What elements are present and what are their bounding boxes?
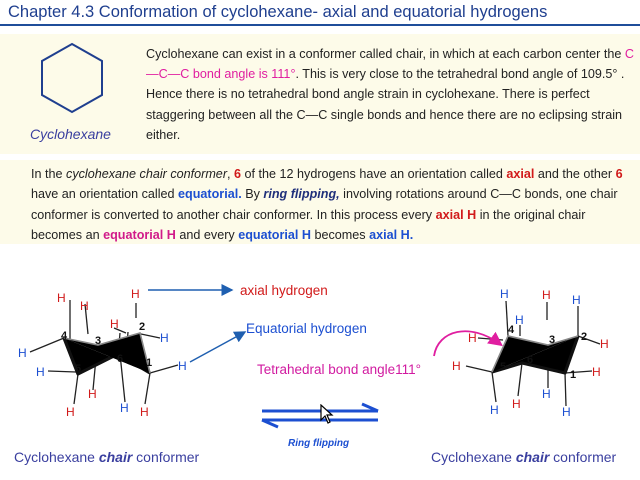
p2-ring-flipping: ring flipping, (263, 187, 340, 202)
atom-h: H (515, 313, 524, 327)
carbon-number-3: 3 (549, 334, 555, 346)
p2-axial: axial (506, 167, 535, 181)
p2-axial-h2: axial H. (369, 228, 414, 243)
atom-h: H (131, 287, 140, 301)
caption-text: conformer (132, 449, 200, 465)
atom-h: H (36, 365, 45, 379)
carbon-number-2: 2 (581, 331, 587, 343)
p2-t8: involving rotations around C—C bonds, on… (31, 187, 618, 222)
intro-text-2: . This is very close to the tetrahedral … (146, 67, 625, 142)
carbon-number-5: 5 (500, 361, 506, 373)
hexagon-caption: Cyclohexane (30, 126, 111, 142)
p2-equatorial-h2: equatorial H (238, 228, 311, 243)
bond-angle-highlight: C—C—C bond angle is 111° (146, 47, 634, 82)
right-chair (433, 300, 601, 407)
chair-diagram: H H H H H H H H H H H H 1 2 3 4 5 6 (18, 284, 609, 429)
left-chair-caption: Cyclohexane chair conformer (14, 449, 199, 465)
axial-hydrogen-label: axial hydrogen (240, 283, 328, 298)
atom-h: H (592, 365, 601, 379)
atom-h: H (562, 405, 571, 419)
cyclohexane-hexagon (41, 42, 103, 114)
atom-h: H (120, 401, 129, 415)
equatorial-arrow (189, 331, 247, 363)
atom-h: H (600, 337, 609, 351)
intro-text-1: Cyclohexane can exist in a conformer cal… (146, 47, 625, 61)
p2-t4: of the 12 hydrogens have an orientation … (241, 167, 507, 181)
carbon-number-2: 2 (139, 321, 145, 333)
right-chair-caption: Cyclohexane chair conformer (431, 449, 616, 465)
atom-h: H (66, 405, 75, 419)
p2-count-equatorial: 6 (615, 167, 623, 181)
caption-text: Cyclohexane (14, 449, 99, 465)
atom-h: H (542, 387, 551, 401)
atom-h: H (160, 331, 169, 345)
left-chair (29, 300, 179, 405)
p2-count-axial: 6 (234, 167, 242, 181)
carbon-number-6: 6 (527, 354, 533, 366)
carbon-number-1: 1 (570, 369, 576, 381)
p2-t10: and every (175, 228, 239, 243)
carbon-number-4: 4 (61, 330, 68, 342)
p2-t1: In the (31, 167, 67, 181)
mouse-cursor-icon (320, 404, 334, 424)
caption-text: Cyclohexane (431, 449, 516, 465)
atom-h: H (140, 405, 149, 419)
atom-h: H (500, 287, 509, 301)
carbon-number-6: 6 (117, 353, 123, 365)
caption-text: conformer (549, 449, 617, 465)
equilibrium-arrows (261, 402, 379, 429)
atom-h: H (18, 346, 27, 360)
caption-bold: chair (515, 449, 550, 465)
atom-h: H (572, 293, 581, 307)
intro-paragraph: Cyclohexane can exist in a conformer cal… (146, 44, 634, 145)
p2-t7: By (241, 187, 264, 202)
p2-chair-conformer: cyclohexane chair conformer (66, 167, 228, 181)
atom-h: H (468, 331, 477, 345)
intro-panel (0, 34, 640, 154)
chair-info-paragraph: In the cyclohexane chair conformer, 6 of… (31, 164, 627, 246)
p2-t11: becomes (310, 228, 370, 243)
atom-h: H (452, 359, 461, 373)
p2-t6: have an orientation called (31, 187, 179, 202)
atom-h: H (88, 387, 97, 401)
p2-equatorial-h: equatorial H (103, 228, 176, 243)
tetrahedral-angle-label: Tetrahedral bond angle111° (257, 362, 422, 377)
caption-bold: chair (98, 449, 133, 465)
atom-h: H (542, 288, 551, 302)
p2-t5: and the other (534, 167, 616, 181)
ring-flipping-label: Ring flipping (288, 438, 350, 449)
atom-h: H (80, 299, 89, 313)
chair-info-panel (0, 160, 640, 244)
atom-h: H (178, 359, 187, 373)
p2-equatorial: equatorial. (178, 187, 242, 202)
carbon-number-1: 1 (146, 357, 152, 369)
atom-h: H (57, 291, 66, 305)
carbon-number-3: 3 (95, 335, 101, 347)
page-title: Chapter 4.3 Conformation of cyclohexane-… (0, 0, 640, 26)
carbon-number-4: 4 (508, 324, 515, 336)
equatorial-hydrogen-label: Equatorial hydrogen (246, 321, 367, 336)
p2-t3: , (227, 167, 235, 181)
atom-h: H (512, 397, 521, 411)
atom-h: H (490, 403, 499, 417)
atom-h: H (110, 317, 119, 331)
p2-t9: in the original chair becomes an (31, 207, 586, 243)
carbon-number-5: 5 (75, 363, 81, 375)
p2-axial-h: axial H (435, 207, 477, 222)
